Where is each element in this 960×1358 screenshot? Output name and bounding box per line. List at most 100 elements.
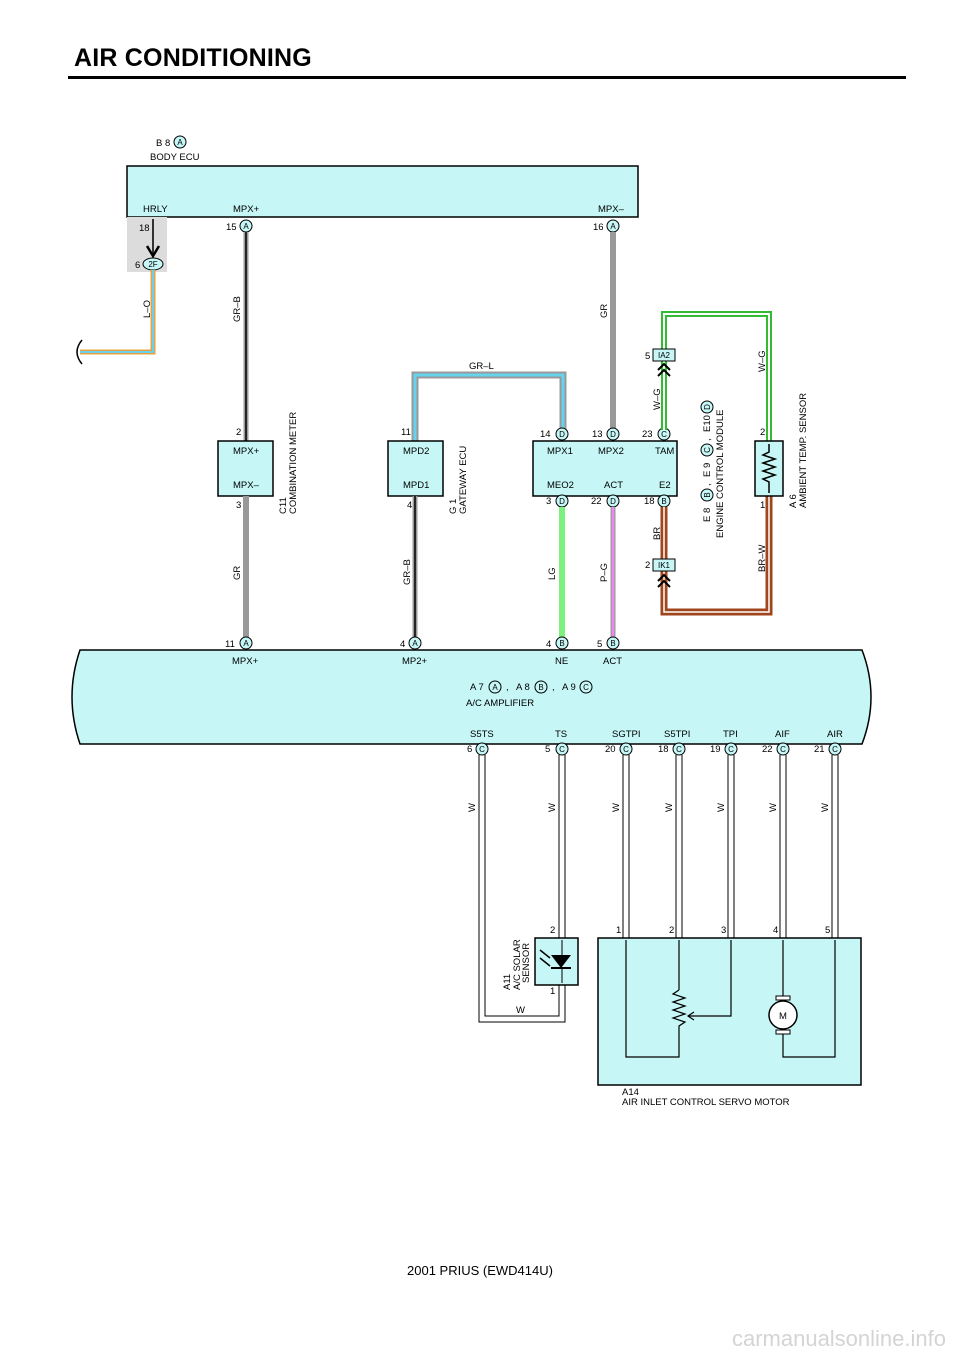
svg-text:W: W (611, 803, 622, 812)
body-ecu-pin-15: 15 (226, 222, 237, 233)
ecm-label-mpx1: MPX1 (547, 446, 573, 457)
svg-text:A 8: A 8 (516, 682, 530, 693)
svg-text:C: C (676, 745, 682, 754)
combination-meter-pin-bottom: 3 (236, 500, 241, 511)
svg-text:C: C (832, 745, 838, 754)
ecm-top-pins: 14 D 13 D 23 C (540, 427, 671, 441)
ac-amp-label-tpi: TPI (723, 729, 738, 740)
servo-motor-pins: 1 2 3 4 5 (616, 925, 830, 936)
svg-text:B: B (559, 639, 564, 648)
solar-sensor-pin-top: 2 (550, 925, 555, 936)
ac-amp-ref: A 7 A , A 8 B , A 9 C (470, 680, 593, 694)
ecm-name: ENGINE CONTROL MODULE (715, 410, 726, 538)
page-title: AIR CONDITIONING (74, 44, 312, 72)
svg-text:13: 13 (592, 429, 603, 440)
servo-motor-name: AIR INLET CONTROL SERVO MOTOR (622, 1097, 790, 1108)
gateway-ecu-box (387, 440, 444, 497)
ac-amp-label-ts: TS (555, 729, 567, 740)
svg-text:W: W (547, 803, 558, 812)
gateway-ecu-ref: G 1 (448, 499, 459, 514)
svg-text:C: C (661, 430, 667, 439)
svg-text:2: 2 (669, 925, 674, 936)
svg-text:11: 11 (225, 639, 235, 650)
ac-amp-label-aif: AIF (775, 729, 790, 740)
svg-text:A: A (610, 222, 616, 231)
wire-label-lg: LG (547, 567, 558, 580)
ecm-label-e2: E2 (659, 480, 671, 491)
svg-text:C: C (703, 447, 712, 453)
svg-text:D: D (703, 404, 712, 410)
combination-meter-label-bottom: MPX– (233, 480, 260, 491)
svg-text:21: 21 (814, 744, 825, 755)
svg-text:W: W (820, 803, 831, 812)
ac-amp-label-mpx: MPX+ (232, 656, 259, 667)
combination-meter-pin-top: 2 (236, 427, 241, 438)
ac-amp-label-ne: NE (555, 656, 568, 667)
ik1-pin: 2 (645, 560, 650, 571)
ambient-sensor-ref: A 6 (788, 494, 799, 508)
ac-amp-label-sgtpi: SGTPI (612, 729, 641, 740)
svg-text:3: 3 (721, 925, 726, 936)
svg-text:,: , (506, 682, 509, 693)
gateway-ecu-label-bottom: MPD1 (403, 480, 429, 491)
resistor-symbol (760, 444, 778, 493)
wire-label-w-g-left: W–G (652, 388, 663, 410)
ecm-label-act: ACT (604, 480, 623, 491)
title-rule (68, 76, 906, 79)
body-ecu-connector-badge: A (173, 135, 187, 149)
wire-label-gr-right: GR (599, 304, 610, 318)
svg-text:E 9: E 9 (702, 463, 713, 477)
svg-text:C: C (479, 745, 485, 754)
servo-motor-box (597, 937, 862, 1086)
gateway-ecu-name: GATEWAY ECU (458, 446, 469, 514)
svg-text:A: A (243, 639, 249, 648)
svg-text:C: C (559, 745, 565, 754)
gateway-ecu-pin-bottom: 4 (407, 500, 412, 511)
combination-meter-box (217, 440, 274, 497)
body-ecu-mpx-plus: MPX+ (233, 204, 260, 215)
page-footer: 2001 PRIUS (EWD414U) (407, 1263, 553, 1278)
svg-text:2F: 2F (148, 260, 157, 269)
motor-symbol: M (768, 995, 798, 1035)
wire-label-br: BR (652, 527, 663, 540)
svg-text:C: C (728, 745, 734, 754)
ac-amp-top-pins: 11 A 4 A 4 B 5 B (225, 636, 620, 650)
wire-label-p-g: P–G (599, 563, 610, 582)
body-ecu-pin16-badge: A (606, 219, 620, 233)
ecm-label-tam: TAM (655, 446, 674, 457)
svg-text:,: , (702, 438, 713, 441)
svg-text:D: D (610, 497, 616, 506)
svg-text:C: C (780, 745, 786, 754)
svg-text:D: D (559, 497, 565, 506)
svg-text:IK1: IK1 (658, 561, 671, 570)
body-ecu-name: BODY ECU (150, 152, 200, 163)
svg-text:A: A (412, 639, 418, 648)
gateway-ecu-label-top: MPD2 (403, 446, 429, 457)
ac-amp-name: A/C AMPLIFIER (466, 698, 534, 709)
ecm-label-mpx2: MPX2 (598, 446, 624, 457)
ia2-badge: IA2 (652, 348, 676, 362)
ecm-box (532, 440, 678, 497)
svg-text:,: , (552, 682, 555, 693)
wire-label-l-o: L–O (142, 300, 153, 318)
svg-text:A: A (492, 683, 498, 692)
servo-internal-wiring (625, 940, 836, 1058)
gateway-ecu-pin-top: 11 (401, 427, 411, 438)
svg-text:C: C (623, 745, 629, 754)
wire-labels-w: W W W W W W W W (467, 803, 831, 1016)
solar-sensor-name-1: A/C SOLAR (512, 939, 523, 990)
white-wires (478, 755, 839, 1023)
body-ecu-pin-18: 18 (139, 223, 150, 234)
watermark: carmanualsonline.info (731, 1326, 946, 1351)
ac-amp-bottom-pins: 6 C 5 C 20 C 18 C 19 C 22 C 21 C (467, 742, 842, 756)
combination-meter-name: COMBINATION METER (288, 412, 299, 514)
ac-amp-label-s5ts: S5TS (470, 729, 494, 740)
body-ecu-mpx-minus: MPX– (598, 204, 625, 215)
svg-text:E 8: E 8 (702, 508, 713, 522)
body-ecu-ref: B 8 (156, 138, 170, 149)
svg-text:5: 5 (545, 744, 550, 755)
svg-text:4: 4 (773, 925, 778, 936)
ambient-sensor-name: AMBIENT TEMP. SENSOR (798, 393, 809, 508)
svg-text:W: W (467, 803, 478, 812)
